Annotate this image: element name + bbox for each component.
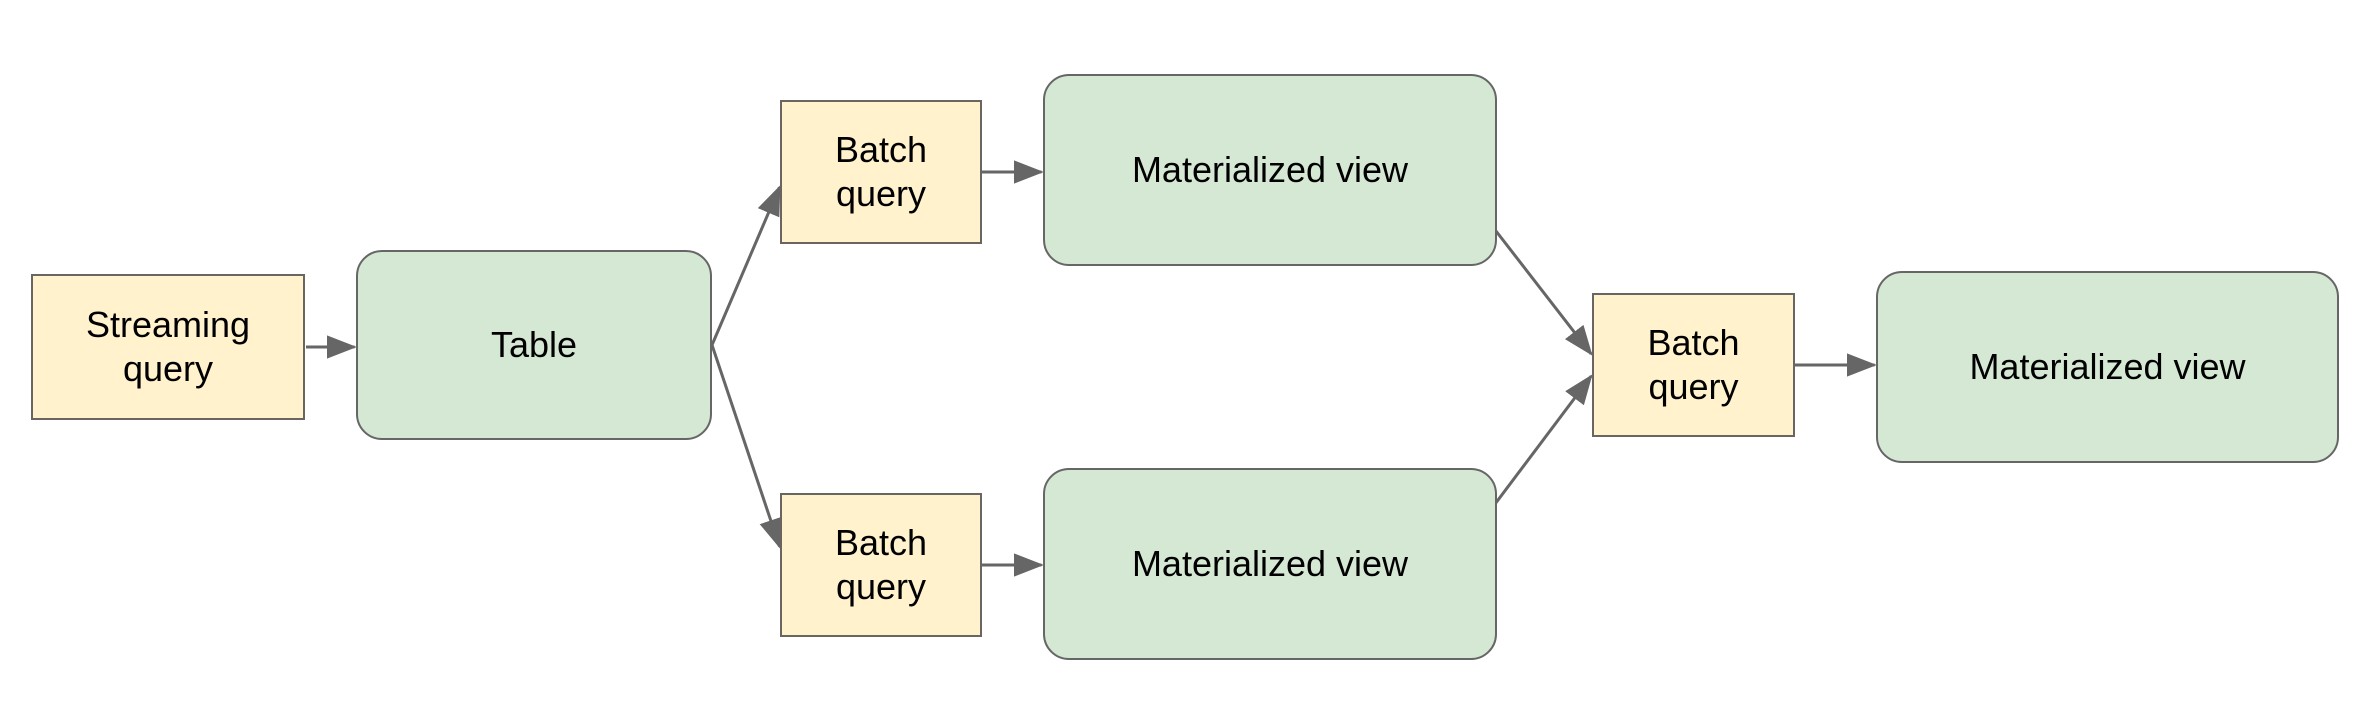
node-label-batch-query-bottom: Batch query bbox=[834, 522, 928, 607]
node-materialized-view-final[interactable]: Materialized view bbox=[1876, 271, 2339, 463]
node-label-batch-query-top: Batch query bbox=[834, 129, 928, 214]
node-label-streaming-query: Streaming query bbox=[85, 304, 251, 389]
edge-mv-bottom-to-batch-merge bbox=[1487, 374, 1593, 513]
node-batch-query-bottom[interactable]: Batch query bbox=[780, 493, 982, 637]
node-label-materialized-view-top: Materialized view bbox=[1131, 149, 1409, 191]
node-label-materialized-view-bottom: Materialized view bbox=[1131, 543, 1409, 585]
node-materialized-view-bottom[interactable]: Materialized view bbox=[1043, 468, 1497, 660]
node-label-materialized-view-final: Materialized view bbox=[1969, 346, 2246, 388]
node-table[interactable]: Table bbox=[356, 250, 712, 440]
edge-table-to-batch-bottom bbox=[710, 344, 782, 549]
node-streaming-query[interactable]: Streaming query bbox=[31, 274, 305, 420]
node-materialized-view-top[interactable]: Materialized view bbox=[1043, 74, 1497, 266]
node-batch-query-top[interactable]: Batch query bbox=[780, 100, 982, 244]
node-label-batch-query-merge: Batch query bbox=[1647, 322, 1740, 407]
node-batch-query-merge[interactable]: Batch query bbox=[1592, 293, 1795, 437]
edge-table-to-batch-top bbox=[710, 185, 781, 346]
node-label-table: Table bbox=[490, 324, 578, 366]
edge-mv-top-to-batch-merge bbox=[1487, 221, 1593, 356]
